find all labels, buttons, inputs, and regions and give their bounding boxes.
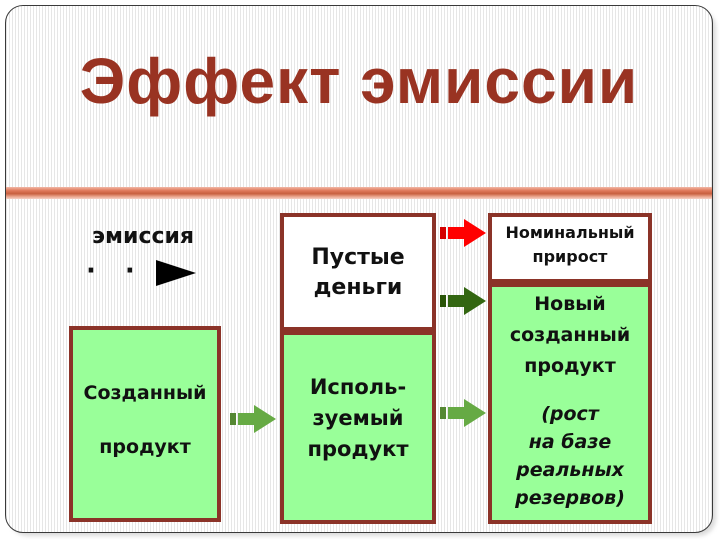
new-line1: Новый [534, 293, 606, 315]
emission-label: эмиссия [92, 224, 195, 249]
empty-money-line1: Пустые [311, 245, 405, 270]
divider-bar [6, 187, 712, 199]
slide-title: Эффект эмиссии [79, 45, 639, 117]
red-arrow-icon [440, 219, 486, 247]
dark-green-arrow-icon [440, 287, 486, 315]
nominal-line1: Номинальный [505, 223, 635, 242]
nominal-line2: прирост [532, 247, 608, 266]
created-product-box: Созданный продукт [69, 326, 221, 522]
empty-money-line2: деньги [313, 275, 403, 300]
light-green-arrow-icon-1 [230, 405, 276, 433]
light-green-arrow-icon-2 [440, 399, 486, 427]
used-product-box: Исполь- зуемый продукт [280, 331, 436, 524]
empty-money-box: Пустые деньги [280, 213, 436, 331]
new-product-box: Новый созданный продукт (рост на базе ре… [488, 283, 652, 524]
slide: Эффект эмиссии эмиссия · · · Созданный п… [5, 5, 713, 533]
created-line1: Созданный [83, 382, 207, 404]
new-line2: созданный [509, 324, 631, 346]
new-note2: на базе [528, 431, 612, 453]
new-note3: реальных [516, 459, 624, 481]
new-line3: продукт [524, 355, 616, 377]
used-line1: Исполь- [309, 375, 407, 399]
new-note4: резервов) [515, 487, 625, 509]
nominal-growth-box: Номинальный прирост [488, 213, 652, 283]
created-line2: продукт [99, 436, 191, 458]
emission-arrow-icon [156, 260, 196, 286]
used-line3: продукт [307, 437, 409, 461]
new-note1: (рост [541, 403, 599, 425]
used-line2: зуемый [312, 406, 404, 430]
